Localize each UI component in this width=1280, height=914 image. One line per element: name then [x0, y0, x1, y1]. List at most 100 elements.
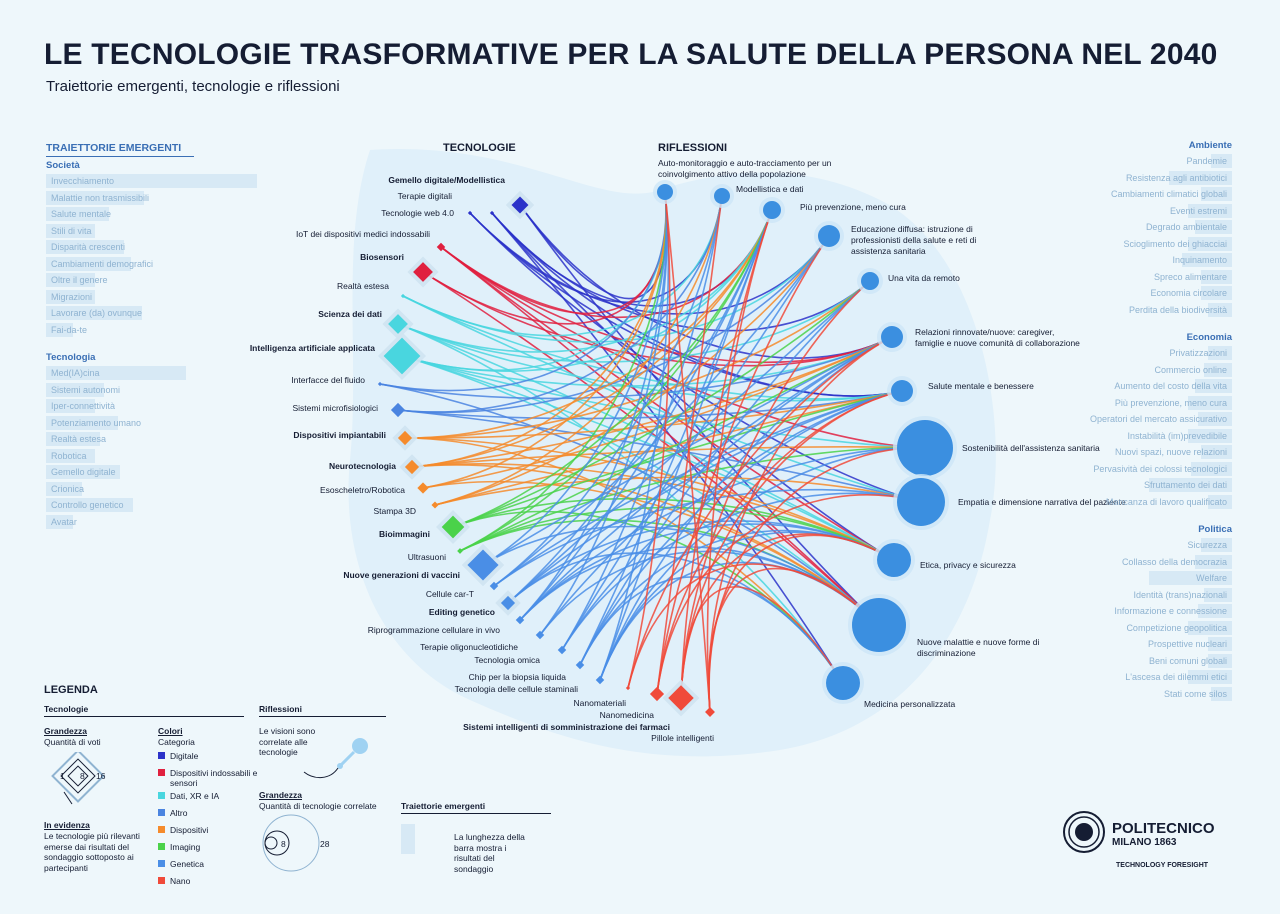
legend-refl-size-8: 8 [281, 839, 286, 849]
tech-node-diamond [489, 210, 495, 216]
tech-reflection-link [539, 336, 893, 636]
logo-name: POLITECNICO [1112, 820, 1215, 837]
left-item-label: Avatar [51, 516, 77, 527]
left-item: Migrazioni [46, 289, 276, 306]
tech-node-diamond [511, 196, 529, 214]
right-item: Operatori del mercato assicurativo [1032, 411, 1232, 428]
tech-reflection-link [404, 390, 903, 439]
legend-traj-title: Traiettorie emergenti [401, 801, 551, 814]
legend-swatch [158, 877, 165, 884]
left-item-bar [46, 415, 118, 430]
tech-label: Chip per la biopsia liquida [469, 672, 567, 682]
right-item-label: Più prevenzione, meno cura [1114, 397, 1227, 408]
right-item: Privatizzazioni [1032, 345, 1232, 362]
left-item-bar [46, 366, 187, 380]
tech-reflection-link [440, 246, 895, 561]
right-item-label: Operatori del mercato assicurativo [1089, 414, 1227, 424]
legend-category: Digitale [158, 751, 258, 765]
left-item-bar [46, 322, 74, 337]
legend-swatch [158, 826, 165, 833]
tech-node-diamond [383, 337, 421, 375]
right-item: Commercio online [1032, 362, 1232, 379]
reflection-bubble [714, 188, 730, 204]
tech-reflection-link [519, 209, 773, 621]
left-item: Invecchiamento [46, 173, 276, 190]
logo-sub: MILANO 1863 [1112, 837, 1177, 848]
right-item-label: Pandemie [1186, 156, 1227, 166]
left-item: Iper-connettività [46, 398, 276, 415]
tech-reflection-link [469, 212, 922, 503]
tech-reflection-link [397, 323, 903, 402]
legend-size-desc: Quantità di voti [44, 737, 101, 747]
right-item: Resistenza agli antibiotici [1032, 170, 1232, 187]
reflection-label: Salute mentale e benessere [928, 381, 1034, 391]
legend-tech-title: Tecnologie [44, 704, 244, 717]
left-item-bar [46, 306, 143, 320]
right-item-label: Aumento del costo della vita [1114, 381, 1227, 391]
right-group-title: Economia [1186, 332, 1232, 343]
reflection-label: Etica, privacy e sicurezza [920, 560, 1016, 570]
reflection-label: famiglie e nuove comunità di collaborazi… [915, 338, 1080, 348]
tech-reflection-link [434, 235, 830, 506]
right-item: Pervasività dei colossi tecnologici [1032, 461, 1232, 478]
right-item-label: Competizione geopolitica [1126, 622, 1227, 633]
tech-node: Sistemi microfisiologici [293, 402, 406, 418]
left-item: Potenziamento umano [46, 415, 276, 432]
left-item: Cambiamenti demografici [46, 256, 276, 273]
legend-category: Nano [158, 876, 258, 890]
right-item-label: Inquinamento [1172, 255, 1227, 265]
tech-node: Bioimmagini [379, 510, 470, 544]
right-item-bar [1201, 538, 1232, 552]
left-item: Fai-da-te [46, 322, 276, 339]
tech-node-diamond [400, 293, 406, 299]
legend-swatch [158, 792, 165, 799]
right-item-bar [1149, 571, 1232, 585]
tech-node-diamond [431, 501, 439, 509]
left-item: Disparità crescenti [46, 239, 276, 256]
tech-node-diamond [467, 210, 473, 216]
legend-category: Dispositivi [158, 825, 258, 839]
tech-node: Biosensori [360, 252, 439, 288]
tech-node-diamond [390, 402, 406, 418]
left-item-label: Sistemi autonomi [51, 384, 121, 395]
tech-node: Tecnologia omica [474, 645, 567, 665]
reflection-label: Auto-monitoraggio e auto-tracciamento pe… [658, 158, 832, 168]
tech-node: Tecnologie web 4.0 [381, 208, 495, 218]
right-item-bar [1181, 253, 1232, 267]
right-item-label: Sicurezza [1187, 540, 1227, 550]
right-item-label: Informazione e connessione [1114, 606, 1227, 616]
tech-reflection-link [579, 390, 903, 666]
legend-highlight-desc: Le tecnologie più rilevanti emerse dai r… [44, 831, 140, 873]
tech-node-diamond [595, 675, 605, 685]
right-item-label: Eventi estremi [1169, 205, 1227, 216]
tech-label: Intelligenza artificiale applicata [250, 343, 375, 353]
tech-node: Gemello digitale/Modellistica [388, 175, 535, 220]
reflection-bubble [897, 420, 953, 476]
reflection-bubble [763, 201, 781, 219]
tech-label: Tecnologia omica [474, 655, 540, 665]
reflection-node: Etica, privacy e sicurezza [873, 539, 1016, 581]
reflection-bubble [657, 184, 673, 200]
right-item: Competizione geopolitica [1032, 620, 1232, 637]
tech-node: IoT dei dispositivi medici indossabili [296, 229, 446, 252]
right-item: Perdita della biodiversità [1032, 302, 1232, 319]
right-item-bar [1188, 670, 1232, 684]
reflection-label: Sostenibilità dell'assistenza sanitaria [962, 443, 1100, 453]
legend-size-1: 1 [60, 771, 65, 781]
reflection-bubble [861, 272, 879, 290]
right-item: Più prevenzione, meno cura [1032, 395, 1232, 412]
right-item-bar [1211, 154, 1232, 168]
tech-reflection-link [397, 280, 871, 363]
legend-highlight-title: In evidenza [44, 820, 90, 830]
left-item: Sistemi autonomi [46, 382, 276, 399]
reflection-node: Educazione diffusa: istruzione diprofess… [814, 221, 976, 256]
tech-reflection-link [708, 567, 880, 713]
right-item: Prospettive nucleari [1032, 636, 1232, 653]
tech-reflection-link [493, 235, 830, 587]
legend-category-label: Nano [170, 876, 191, 886]
right-item-label: Instabilità (im)prevedibile [1127, 430, 1227, 441]
right-item: Stati come silos [1032, 686, 1232, 703]
tech-reflection-link [656, 235, 830, 695]
